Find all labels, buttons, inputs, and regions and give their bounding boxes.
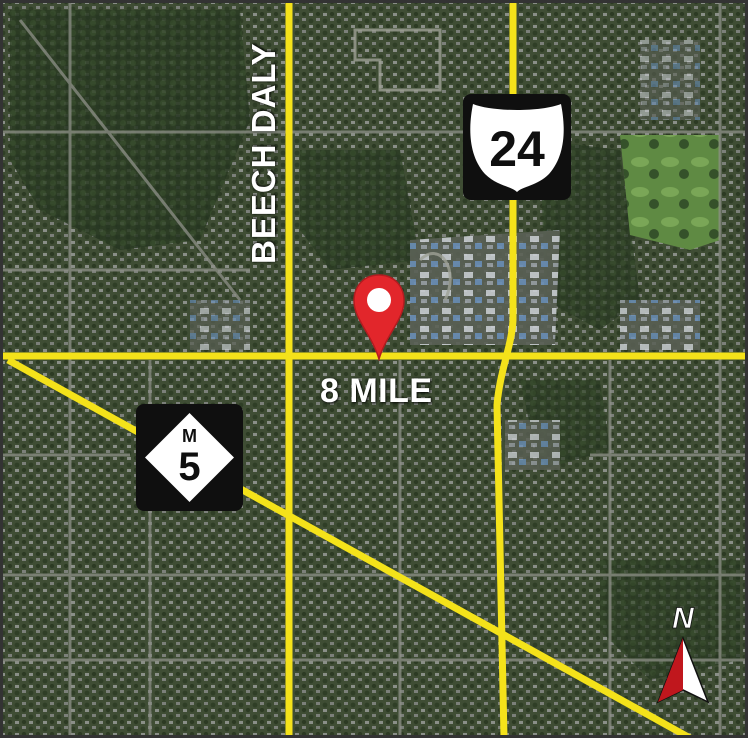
m-5-shield-number: 5 [178, 445, 200, 489]
us-24-shield-icon: 24 [463, 94, 571, 200]
m-5-shield-prefix: M [182, 426, 197, 446]
us-24-shield-number: 24 [489, 121, 545, 177]
location-pin-icon[interactable] [352, 273, 406, 361]
north-label: N [672, 602, 695, 635]
north-arrow-icon: N [656, 602, 710, 704]
m-5-shield-icon: M 5 [136, 404, 243, 511]
road-label-8-mile: 8 MILE [320, 372, 433, 410]
road-label-beech-daly: BEECH DALY [245, 42, 282, 265]
